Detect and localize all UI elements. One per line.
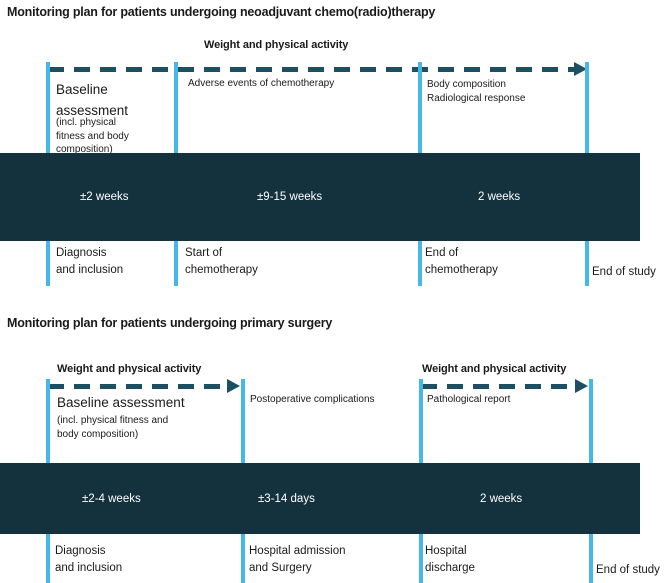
plan2-dashed-arrow-left xyxy=(48,384,228,389)
plan2-milestone-discharge: Hospital discharge xyxy=(425,545,475,574)
plan1-milestone-start-chemo: Start of chemotherapy xyxy=(185,247,258,276)
plan1-dashed-arrow xyxy=(48,67,576,72)
plan2-baseline-assessment-label: Baseline assessment xyxy=(57,395,185,410)
plan1-body-composition-label: Body composition Radiological response xyxy=(427,79,526,104)
plan2-milestone-admission: Hospital admission and Surgery xyxy=(249,545,346,574)
plan2-arrowhead-left-icon xyxy=(227,379,240,393)
plan1-milestone-end-chemo: End of chemotherapy xyxy=(425,247,498,276)
plan2-title: Monitoring plan for patients undergoing … xyxy=(7,316,333,330)
plan1-arrowhead-icon xyxy=(574,62,587,76)
plan1-duration-bar: ±2 weeks ±9-15 weeks 2 weeks xyxy=(0,153,640,241)
plan1-weight-activity-label: Weight and physical activity xyxy=(204,39,349,51)
plan2-milestone-diagnosis: Diagnosis and inclusion xyxy=(55,545,123,574)
plan1-baseline-subtitle: (incl. physical fitness and body composi… xyxy=(56,117,129,155)
plan2-pathological-report-label: Pathological report xyxy=(427,394,511,405)
plan2-milestone-end-study: End of study xyxy=(596,564,660,576)
plan1-milestone-diagnosis: Diagnosis and inclusion xyxy=(56,247,124,276)
plan2-duration-segment-1: ±2-4 weeks xyxy=(82,492,141,505)
plan2-postoperative-complications-label: Postoperative complications xyxy=(250,394,375,405)
plan1-adverse-events-label: Adverse events of chemotherapy xyxy=(188,78,335,89)
plan1-milestone-end-study: End of study xyxy=(592,266,656,278)
plan2-weight-activity-label-left: Weight and physical activity xyxy=(57,363,202,375)
plan2-baseline-subtitle: (incl. physical fitness and body composi… xyxy=(57,415,169,440)
plan2-duration-segment-2: ±3-14 days xyxy=(258,492,315,505)
plan2-arrowhead-right-icon xyxy=(575,379,588,393)
plan1-baseline-assessment-label: Baseline assessment xyxy=(56,82,129,118)
plan2-duration-segment-3: 2 weeks xyxy=(480,492,523,505)
plan1-title: Monitoring plan for patients undergoing … xyxy=(7,5,436,19)
plan1-duration-segment-3: 2 weeks xyxy=(478,191,521,203)
plan1-duration-segment-2: ±9-15 weeks xyxy=(257,191,323,203)
plan1-duration-segment-1: ±2 weeks xyxy=(80,191,129,203)
plan2-dashed-arrow-right xyxy=(421,384,576,389)
plan2-duration-bar: ±2-4 weeks ±3-14 days 2 weeks xyxy=(0,463,640,534)
plan2-weight-activity-label-right: Weight and physical activity xyxy=(422,363,567,375)
